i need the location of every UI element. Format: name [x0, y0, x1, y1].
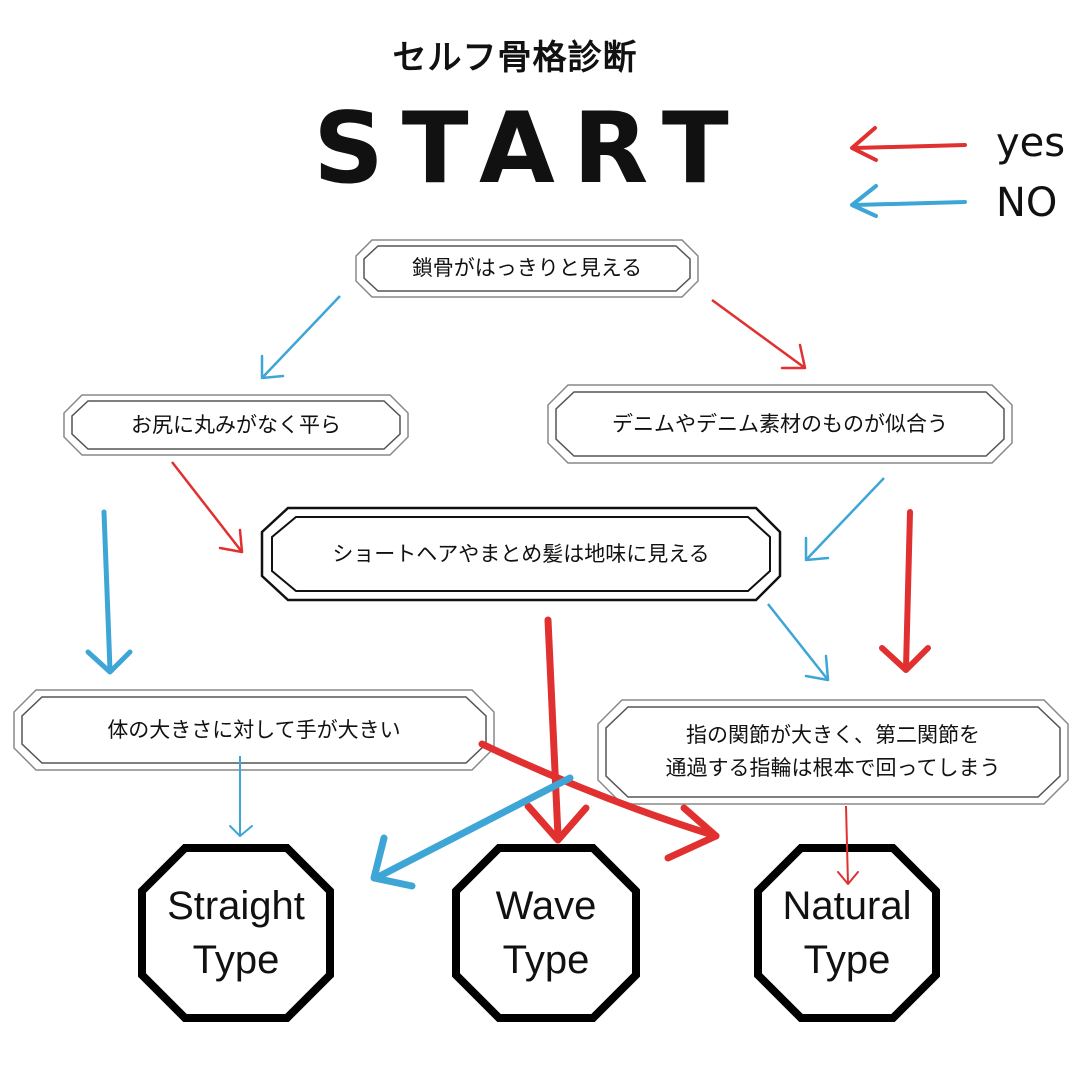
- arrow-q2-yes-to-q4: [171, 461, 244, 554]
- q4-box: [260, 506, 782, 602]
- q3-box: [547, 384, 1013, 464]
- arrow-q2-no-to-q5: [85, 509, 133, 675]
- arrow-q4-yes-to-wave: [524, 616, 590, 844]
- diagram-title: セルフ骨格診断: [392, 38, 638, 78]
- natural-type-octagon: [754, 844, 940, 1022]
- arrow-q1-yes-to-q3: [711, 298, 807, 370]
- start-label: START: [313, 92, 747, 206]
- arrow-q4-no-to-q6: [767, 603, 830, 682]
- legend-no-label: NO: [996, 180, 1058, 226]
- q2-box: [63, 394, 409, 456]
- wave-type-octagon: [452, 844, 640, 1022]
- arrow-q6-yes-to-natural: [837, 805, 859, 885]
- arrow-q5-yes-to-natural: [478, 740, 720, 862]
- arrow-q3-yes-to-q6: [879, 509, 931, 673]
- arrow-q5-no-to-straight: [229, 756, 253, 837]
- straight-type-octagon: [138, 844, 334, 1022]
- legend-yes-arrow: [850, 126, 967, 162]
- q6-box: [597, 699, 1069, 805]
- legend-yes-label: yes: [996, 120, 1066, 166]
- arrow-q3-no-to-q4: [804, 477, 885, 562]
- arrow-q1-no-to-q2: [260, 295, 341, 380]
- q1-box: [355, 239, 699, 298]
- q5-box: [13, 689, 495, 771]
- legend-no-arrow: [850, 184, 967, 218]
- arrow-q6-no-to-straight: [370, 774, 574, 890]
